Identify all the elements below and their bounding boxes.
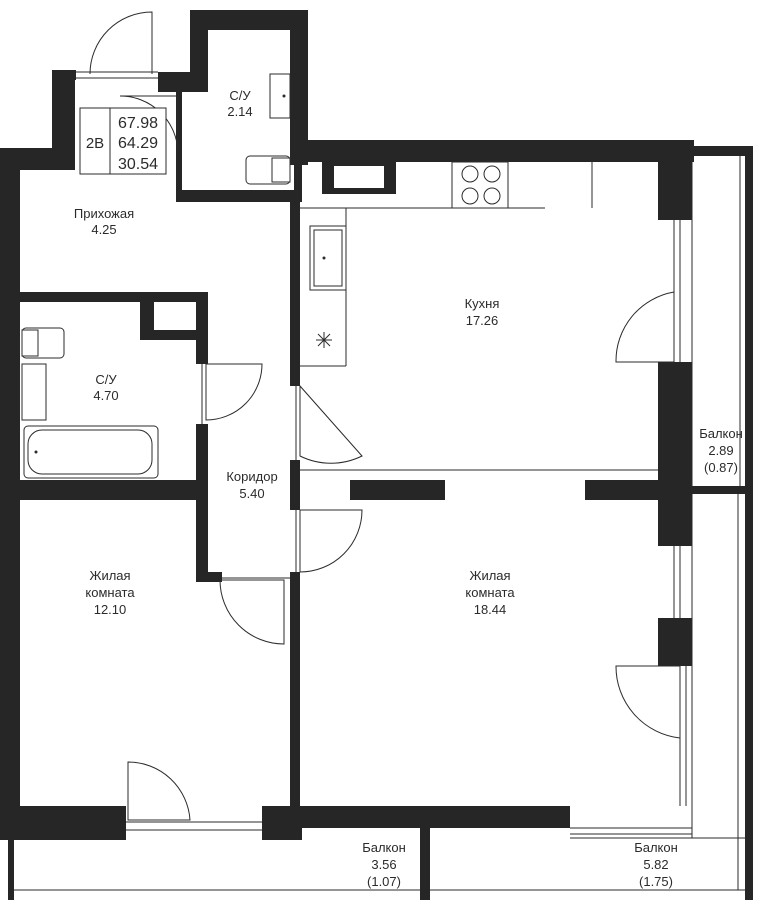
balcony-bottom-right-coef: (1.75) [639,874,673,889]
total-area: 67.98 [118,115,158,132]
balcony-bottom-right-area: 5.82 [643,857,668,872]
apartment-type: 2В [86,135,104,152]
bedroom-left-name-1: Жилая [89,568,130,583]
corridor-name: Коридор [226,469,277,484]
hall-name: Прихожая [74,206,134,221]
balcony-kitchen-name: Балкон [699,426,743,441]
apartment-summary: 2В 67.98 64.29 30.54 [79,107,167,175]
room-labels: С/У 2.14 Прихожая 4.25 Кухня 17.26 С/У 4… [74,88,743,889]
corridor-area: 5.40 [239,486,264,501]
balcony-bottom-left-area: 3.56 [371,857,396,872]
bath-large-area: 4.70 [93,388,118,403]
bedroom-right-area: 18.44 [474,602,507,617]
kitchen-area: 17.26 [466,313,499,328]
balcony-kitchen-area: 2.89 [708,443,733,458]
kitchen-name: Кухня [465,296,500,311]
living-area: 64.29 [118,135,158,152]
balcony-bottom-right-name: Балкон [634,840,678,855]
bedroom-left-name-2: комната [85,585,135,600]
bath-small-name: С/У [229,88,251,103]
bedroom-right-name-1: Жилая [469,568,510,583]
doors [89,11,681,821]
balcony-bottom-left-name: Балкон [362,840,406,855]
hall-area: 4.25 [91,222,116,237]
balcony-bottom-left-coef: (1.07) [367,874,401,889]
bath-large-name: С/У [95,372,117,387]
bath-small-area: 2.14 [227,104,252,119]
walls [0,10,753,900]
balcony-kitchen-coef: (0.87) [704,460,738,475]
rooms-area: 30.54 [118,156,158,173]
bedroom-left-area: 12.10 [94,602,127,617]
fixtures [21,73,509,479]
bedroom-right-name-2: комната [465,585,515,600]
